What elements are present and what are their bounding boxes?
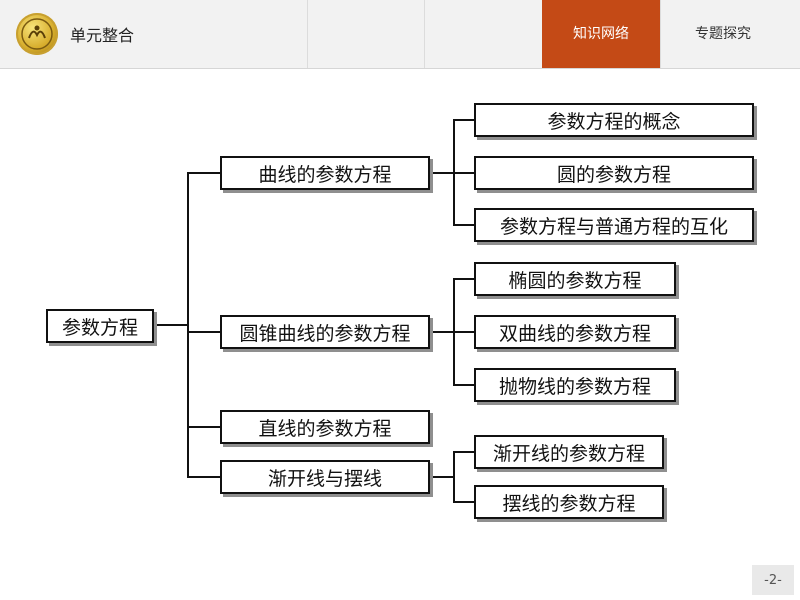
connector-line: [453, 501, 474, 503]
section-title: 单元整合: [70, 26, 135, 45]
tab-topic-exploration[interactable]: 专题探究: [695, 26, 751, 42]
connector-line: [187, 426, 221, 428]
leaf-node: 圆的参数方程: [474, 156, 754, 190]
connector-line: [453, 278, 474, 280]
page-number: -2-: [752, 565, 794, 595]
connector-line: [430, 172, 454, 174]
connector-line: [453, 224, 474, 226]
connector-line: [453, 384, 474, 386]
leaf-node: 椭圆的参数方程: [474, 262, 676, 296]
connector-line: [430, 476, 454, 478]
connector-line: [187, 331, 221, 333]
leaf-node: 渐开线的参数方程: [474, 435, 664, 469]
connector-line: [453, 172, 474, 174]
connector-line: [187, 476, 221, 478]
branch-node: 曲线的参数方程: [220, 156, 430, 190]
leaf-node: 参数方程与普通方程的互化: [474, 208, 754, 242]
school-emblem-icon: [16, 13, 58, 55]
header-divider: [424, 0, 425, 68]
leaf-node: 双曲线的参数方程: [474, 315, 676, 349]
root-node: 参数方程: [46, 309, 154, 343]
connector-line: [154, 324, 188, 326]
connector-line: [453, 331, 474, 333]
connector-line: [453, 119, 474, 121]
leaf-node: 参数方程的概念: [474, 103, 754, 137]
header-divider: [660, 0, 661, 68]
connector-line: [453, 451, 455, 502]
branch-node: 直线的参数方程: [220, 410, 430, 444]
connector-line: [187, 172, 189, 478]
header-bar: 单元整合 知识网络 专题探究: [0, 0, 800, 69]
branch-node: 渐开线与摆线: [220, 460, 430, 494]
leaf-node: 摆线的参数方程: [474, 485, 664, 519]
branch-node: 圆锥曲线的参数方程: [220, 315, 430, 349]
leaf-node: 抛物线的参数方程: [474, 368, 676, 402]
tab-knowledge-network[interactable]: 知识网络: [542, 0, 660, 68]
connector-line: [453, 451, 474, 453]
connector-line: [430, 331, 454, 333]
connector-line: [187, 172, 221, 174]
header-divider: [307, 0, 308, 68]
